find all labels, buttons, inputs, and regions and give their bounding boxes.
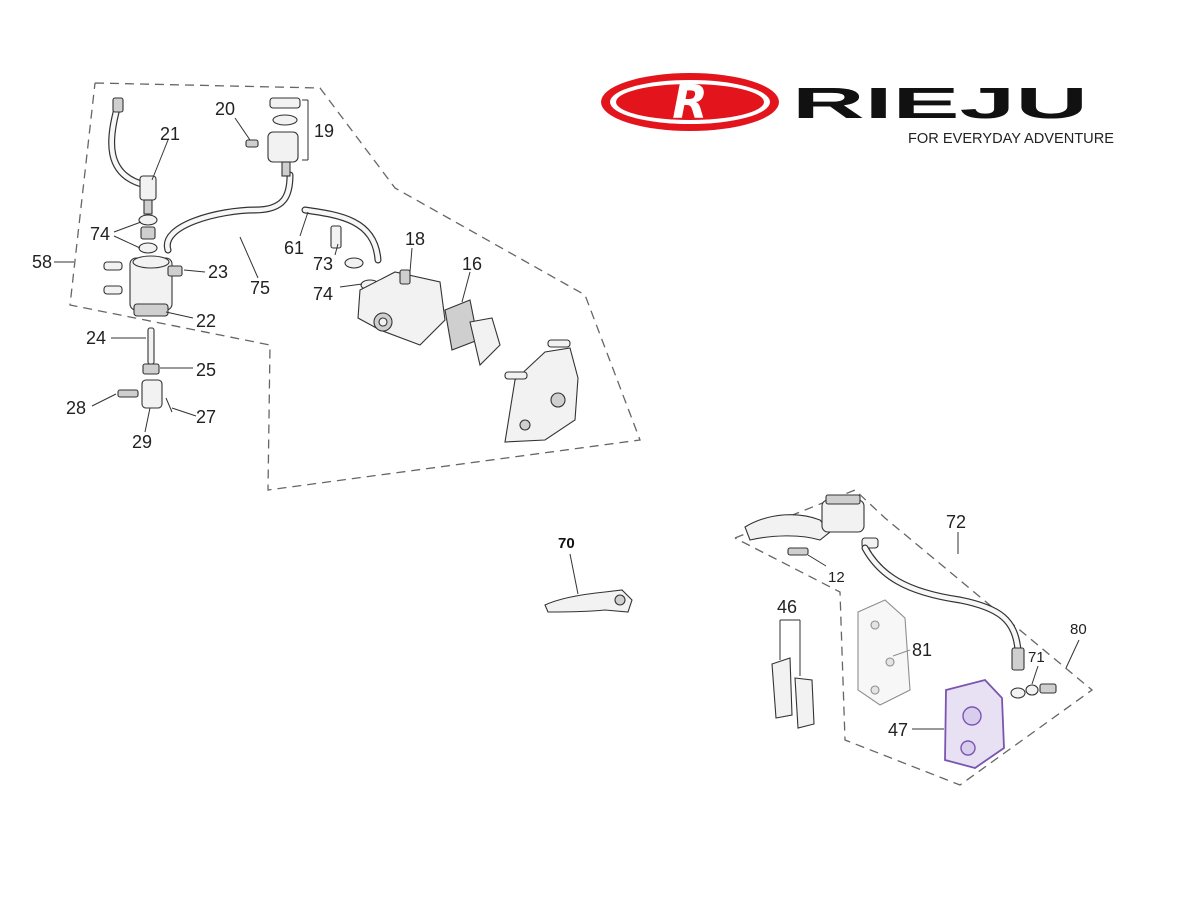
callout-47: 47 [888, 720, 908, 740]
callout-27: 27 [196, 407, 216, 427]
callout-20: 20 [215, 99, 235, 119]
callout-46: 46 [777, 597, 797, 617]
callout-23: 23 [208, 262, 228, 282]
reservoir-part-19 [267, 97, 309, 177]
rear-assembly-boundary [69, 82, 641, 491]
callout-16: 16 [462, 254, 482, 274]
bolt-part-28 [117, 389, 139, 398]
brand-logo: R RIEJU FOR EVERYDAY ADVENTURE [601, 73, 1114, 147]
callout-73: 73 [313, 254, 333, 274]
screw-part-20 [245, 139, 259, 148]
front-hose-part-72: 72 [861, 512, 1025, 671]
front-master-cylinder-lever [744, 494, 879, 549]
front-master-boundary [734, 489, 1094, 786]
callout-12: 12 [828, 569, 845, 586]
front-caliper-part-47: 47 [888, 678, 1005, 769]
hose-part-21 [108, 97, 157, 215]
logo-r-letter: R [672, 75, 707, 129]
caliper-bracket [504, 339, 579, 443]
callout-81: 81 [912, 640, 932, 660]
hose-part-61 [301, 206, 382, 264]
callout-71: 71 [1028, 649, 1045, 666]
callout-28: 28 [66, 398, 86, 418]
callout-75: 75 [250, 278, 270, 298]
front-bracket-part-81 [857, 599, 911, 706]
nut-part-25 [142, 363, 160, 375]
callout-61: 61 [284, 238, 304, 258]
callout-25: 25 [196, 360, 216, 380]
hose-part-75 [163, 171, 294, 254]
bolt-part-73 [330, 225, 342, 249]
logo-tagline: FOR EVERYDAY ADVENTURE [908, 130, 1114, 147]
brake-switch-part-12: 12 [787, 547, 845, 586]
logo-r-emblem-core [616, 84, 764, 120]
callout-24: 24 [86, 328, 106, 348]
callout-22: 22 [196, 311, 216, 331]
callout-21: 21 [160, 124, 180, 144]
logo-wordmark: RIEJU [792, 79, 1088, 128]
rear-callouts: 20 21 19 74 58 23 75 61 73 74 18 16 22 2… [32, 99, 482, 452]
pads-part-16 [444, 299, 501, 367]
callout-19: 19 [314, 121, 334, 141]
callout-74-lower: 74 [313, 284, 333, 304]
callout-58: 58 [32, 252, 52, 272]
callout-70: 70 [558, 535, 575, 552]
clevis-part-29 [141, 379, 163, 409]
pin-part-27 [165, 397, 173, 413]
fitting-part-23 [167, 265, 183, 277]
callout-29: 29 [132, 432, 152, 452]
front-pads-part-46: 46 [771, 597, 815, 729]
callout-80: 80 [1070, 621, 1087, 638]
callout-18: 18 [405, 229, 425, 249]
callout-72: 72 [946, 512, 966, 532]
push-rod-part-24 [147, 327, 155, 365]
caliper-part-18 [357, 269, 446, 346]
lever-part-70: 70 [544, 535, 633, 613]
washers-part-74-upper [138, 214, 158, 254]
callout-74-upper: 74 [90, 224, 110, 244]
banjo-parts-71-80: 71 80 [1010, 621, 1087, 699]
master-cylinder-part-22 [103, 255, 173, 317]
